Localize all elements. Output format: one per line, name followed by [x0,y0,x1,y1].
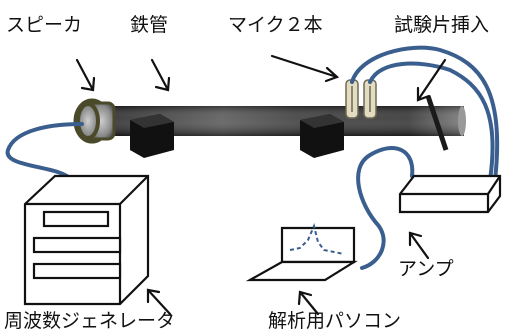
amplifier [398,174,502,214]
sample-slot [425,95,449,151]
label-steel-pipe: 鉄管 [130,14,169,36]
label-function-generator: 周波数ジェネレータ [4,310,176,332]
label-sample-insertion: 試験片挿入 [394,14,490,36]
function-generator [23,174,150,306]
label-two-mics: マイク２本 [228,14,323,36]
label-speaker: スピーカ [6,14,83,36]
support-block-left [130,114,174,158]
label-amplifier: アンプ [398,258,454,280]
label-analysis-pc: 解析用パソコン [268,310,402,332]
speaker [73,98,116,144]
pointer-arrows [75,54,447,316]
cables [5,45,500,270]
microphones [345,79,377,119]
support-block-right [300,114,344,158]
analysis-laptop [245,222,358,282]
